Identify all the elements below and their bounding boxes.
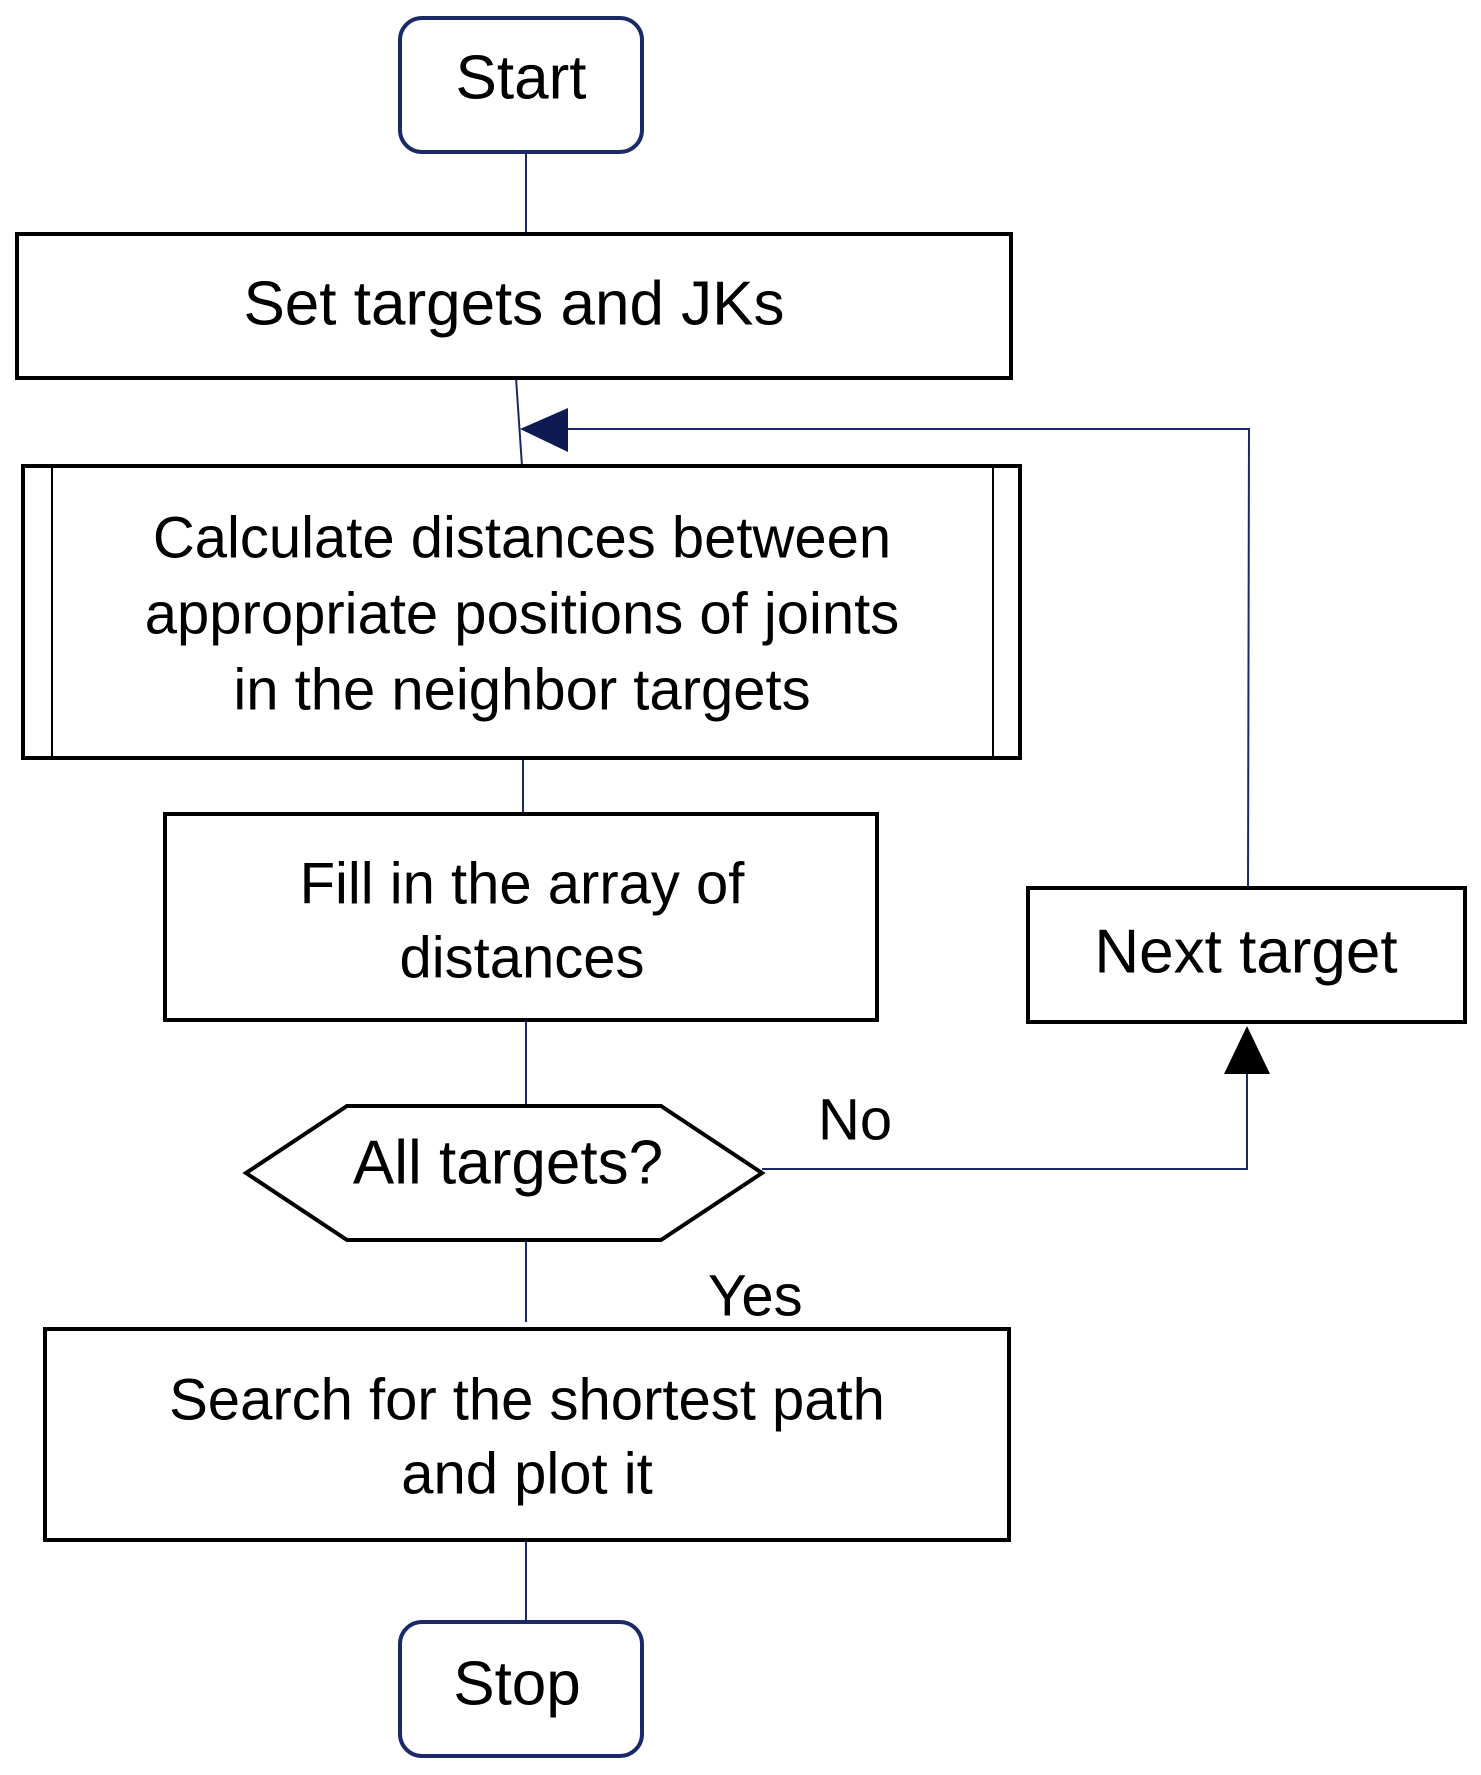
arrowhead-up	[1224, 1026, 1270, 1074]
search-path-label-line-2: and plot it	[401, 1442, 653, 1507]
connector-no-branch	[762, 1070, 1248, 1170]
stop-terminal	[398, 1620, 644, 1758]
set-targets-box	[15, 232, 1013, 380]
start-label: Start	[456, 44, 587, 113]
start-terminal	[398, 16, 644, 154]
decision-hexagon	[242, 1104, 766, 1242]
fill-array-box	[163, 812, 879, 1022]
next-target-label: Next target	[1094, 918, 1397, 987]
search-path-label-line-1: Search for the shortest path	[169, 1368, 885, 1433]
connector-loop-back	[565, 428, 1251, 889]
next-target-box	[1026, 886, 1467, 1024]
calculate-process-box	[21, 464, 1022, 760]
set-targets-label: Set targets and JKs	[243, 270, 784, 339]
calculate-label-line-1: Calculate distances between	[153, 506, 891, 571]
stop-label: Stop	[453, 1650, 581, 1719]
arrowhead-left	[520, 408, 568, 452]
search-path-box	[43, 1327, 1011, 1542]
fill-array-label-line-2: distances	[399, 926, 644, 991]
no-label: No	[818, 1088, 892, 1153]
yes-label: Yes	[708, 1264, 803, 1329]
calculate-label-line-2: appropriate positions of joints	[145, 582, 899, 647]
connector-set-to-calculate	[515, 377, 523, 467]
fill-array-label-line-1: Fill in the array of	[300, 852, 746, 917]
decision-label: All targets?	[353, 1129, 663, 1198]
calculate-label-line-3: in the neighbor targets	[233, 658, 810, 723]
